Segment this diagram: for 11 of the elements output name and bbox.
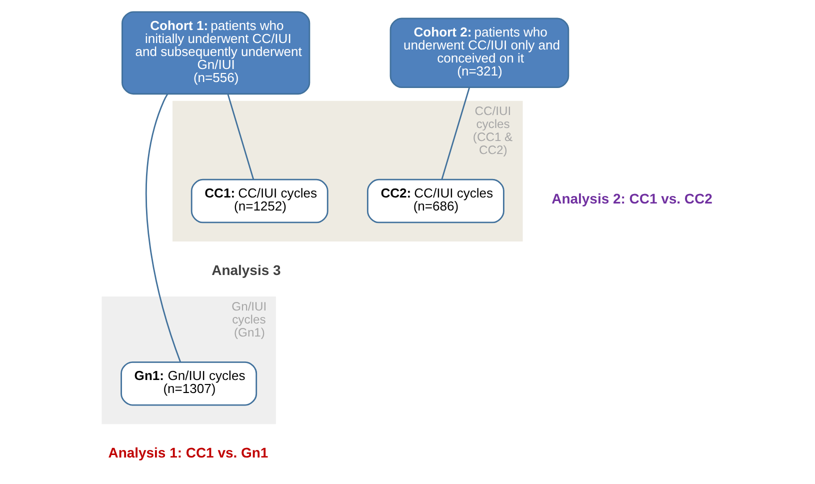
label: Analysis 3 bbox=[212, 262, 281, 278]
node-box: CC2: CC/IUI cycles (n=686) bbox=[366, 178, 504, 224]
node-box: Gn1: Gn/IUI cycles (n=1307) bbox=[120, 361, 258, 406]
label: Analysis 2: CC1 vs. CC2 bbox=[552, 190, 712, 206]
node-box: CC1: CC/IUI cycles (n=1252) bbox=[190, 178, 328, 224]
label: Analysis 1: CC1 vs. Gn1 bbox=[108, 444, 268, 461]
connector bbox=[441, 87, 470, 180]
connector bbox=[227, 94, 254, 180]
node-box: Cohort 2: patients who underwent CC/IUI only and conceived on it (n=321) bbox=[390, 18, 570, 88]
connector bbox=[146, 94, 182, 362]
node-box: Cohort 1: patients who initially underwent CC/IUI and subsequently underwent Gn/IUI (n=556) bbox=[122, 11, 310, 95]
